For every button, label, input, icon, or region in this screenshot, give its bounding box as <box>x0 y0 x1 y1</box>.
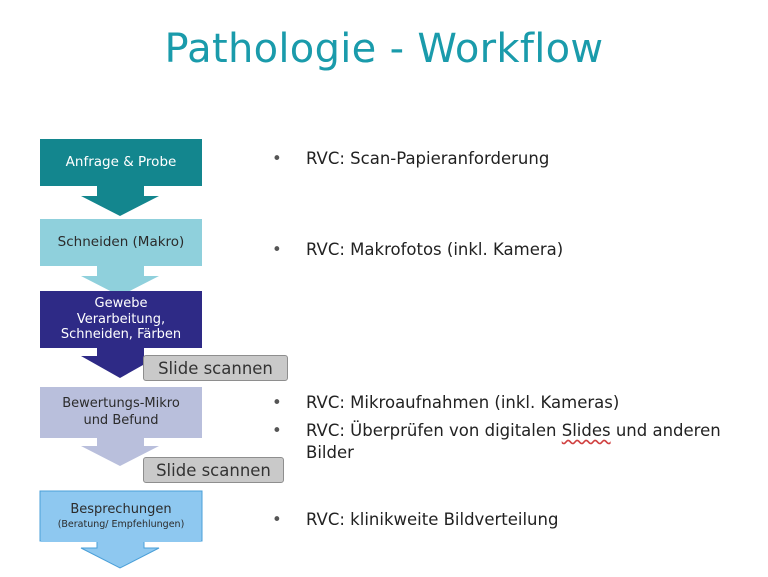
step-5-sublabel: (Beratung/ Empfehlungen) <box>57 519 185 530</box>
slide-scan-tag-2: Slide scannen <box>143 457 284 483</box>
spellcheck-word: Slides <box>561 420 611 440</box>
step-2-label: Schneiden (Makro) <box>57 234 185 251</box>
step-3-arrow <box>81 348 159 378</box>
bullet-item: • RVC: Makrofotos (inkl. Kamera) <box>272 240 564 259</box>
bullet-group-4: • RVC: klinikweite Bildverteilung <box>272 509 762 537</box>
step-4-box <box>40 387 202 438</box>
step-5-label-group: Besprechungen (Beratung/ Empfehlungen) <box>40 493 202 539</box>
step-5-label: Besprechungen <box>70 502 172 517</box>
bullet-symbol: • <box>272 149 282 168</box>
bullet-symbol: • <box>272 420 282 440</box>
step-1-label: Anfrage & Probe <box>65 154 177 171</box>
step-2-shape <box>40 219 202 296</box>
step-5-box <box>39 490 203 542</box>
step-4-label: Bewertungs-Mikro und Befund <box>62 396 180 428</box>
step-5-shape <box>39 490 203 569</box>
bullet-item: • RVC: Scan-Papieranforderung <box>272 149 550 168</box>
bullet-symbol: • <box>272 240 282 259</box>
step-2-box <box>40 219 202 266</box>
bullet-group-1: • RVC: Scan-Papieranforderung <box>272 148 762 176</box>
bullet-item: • RVC: klinikweite Bildverteilung <box>272 510 559 529</box>
step-3-box <box>40 291 202 348</box>
step-1-arrow <box>81 186 159 216</box>
bullet-group-3: • RVC: Mikroaufnahmen (inkl. Kameras) • … <box>272 392 762 469</box>
bullet-symbol: • <box>272 393 282 412</box>
bullet-symbol: • <box>272 510 282 529</box>
step-1-box <box>40 139 202 186</box>
step-3-label: Gewebe Verarbeitung, Schneiden, Färben <box>60 296 182 343</box>
slide-scan-tag-1: Slide scannen <box>143 355 288 381</box>
bullet-item: • RVC: Überprüfen von digitalen Slides u… <box>272 420 721 462</box>
page-title: Pathologie - Workflow <box>164 26 604 72</box>
step-5-arrow <box>80 540 160 569</box>
step-2-arrow <box>81 266 159 296</box>
step-4-shape <box>40 387 202 466</box>
step-4-arrow <box>81 438 159 466</box>
bullet-item: • RVC: Mikroaufnahmen (inkl. Kameras) <box>272 393 620 412</box>
bullet-group-2: • RVC: Makrofotos (inkl. Kamera) <box>272 239 762 267</box>
step-1-shape <box>40 139 202 216</box>
step-3-shape <box>40 291 202 378</box>
